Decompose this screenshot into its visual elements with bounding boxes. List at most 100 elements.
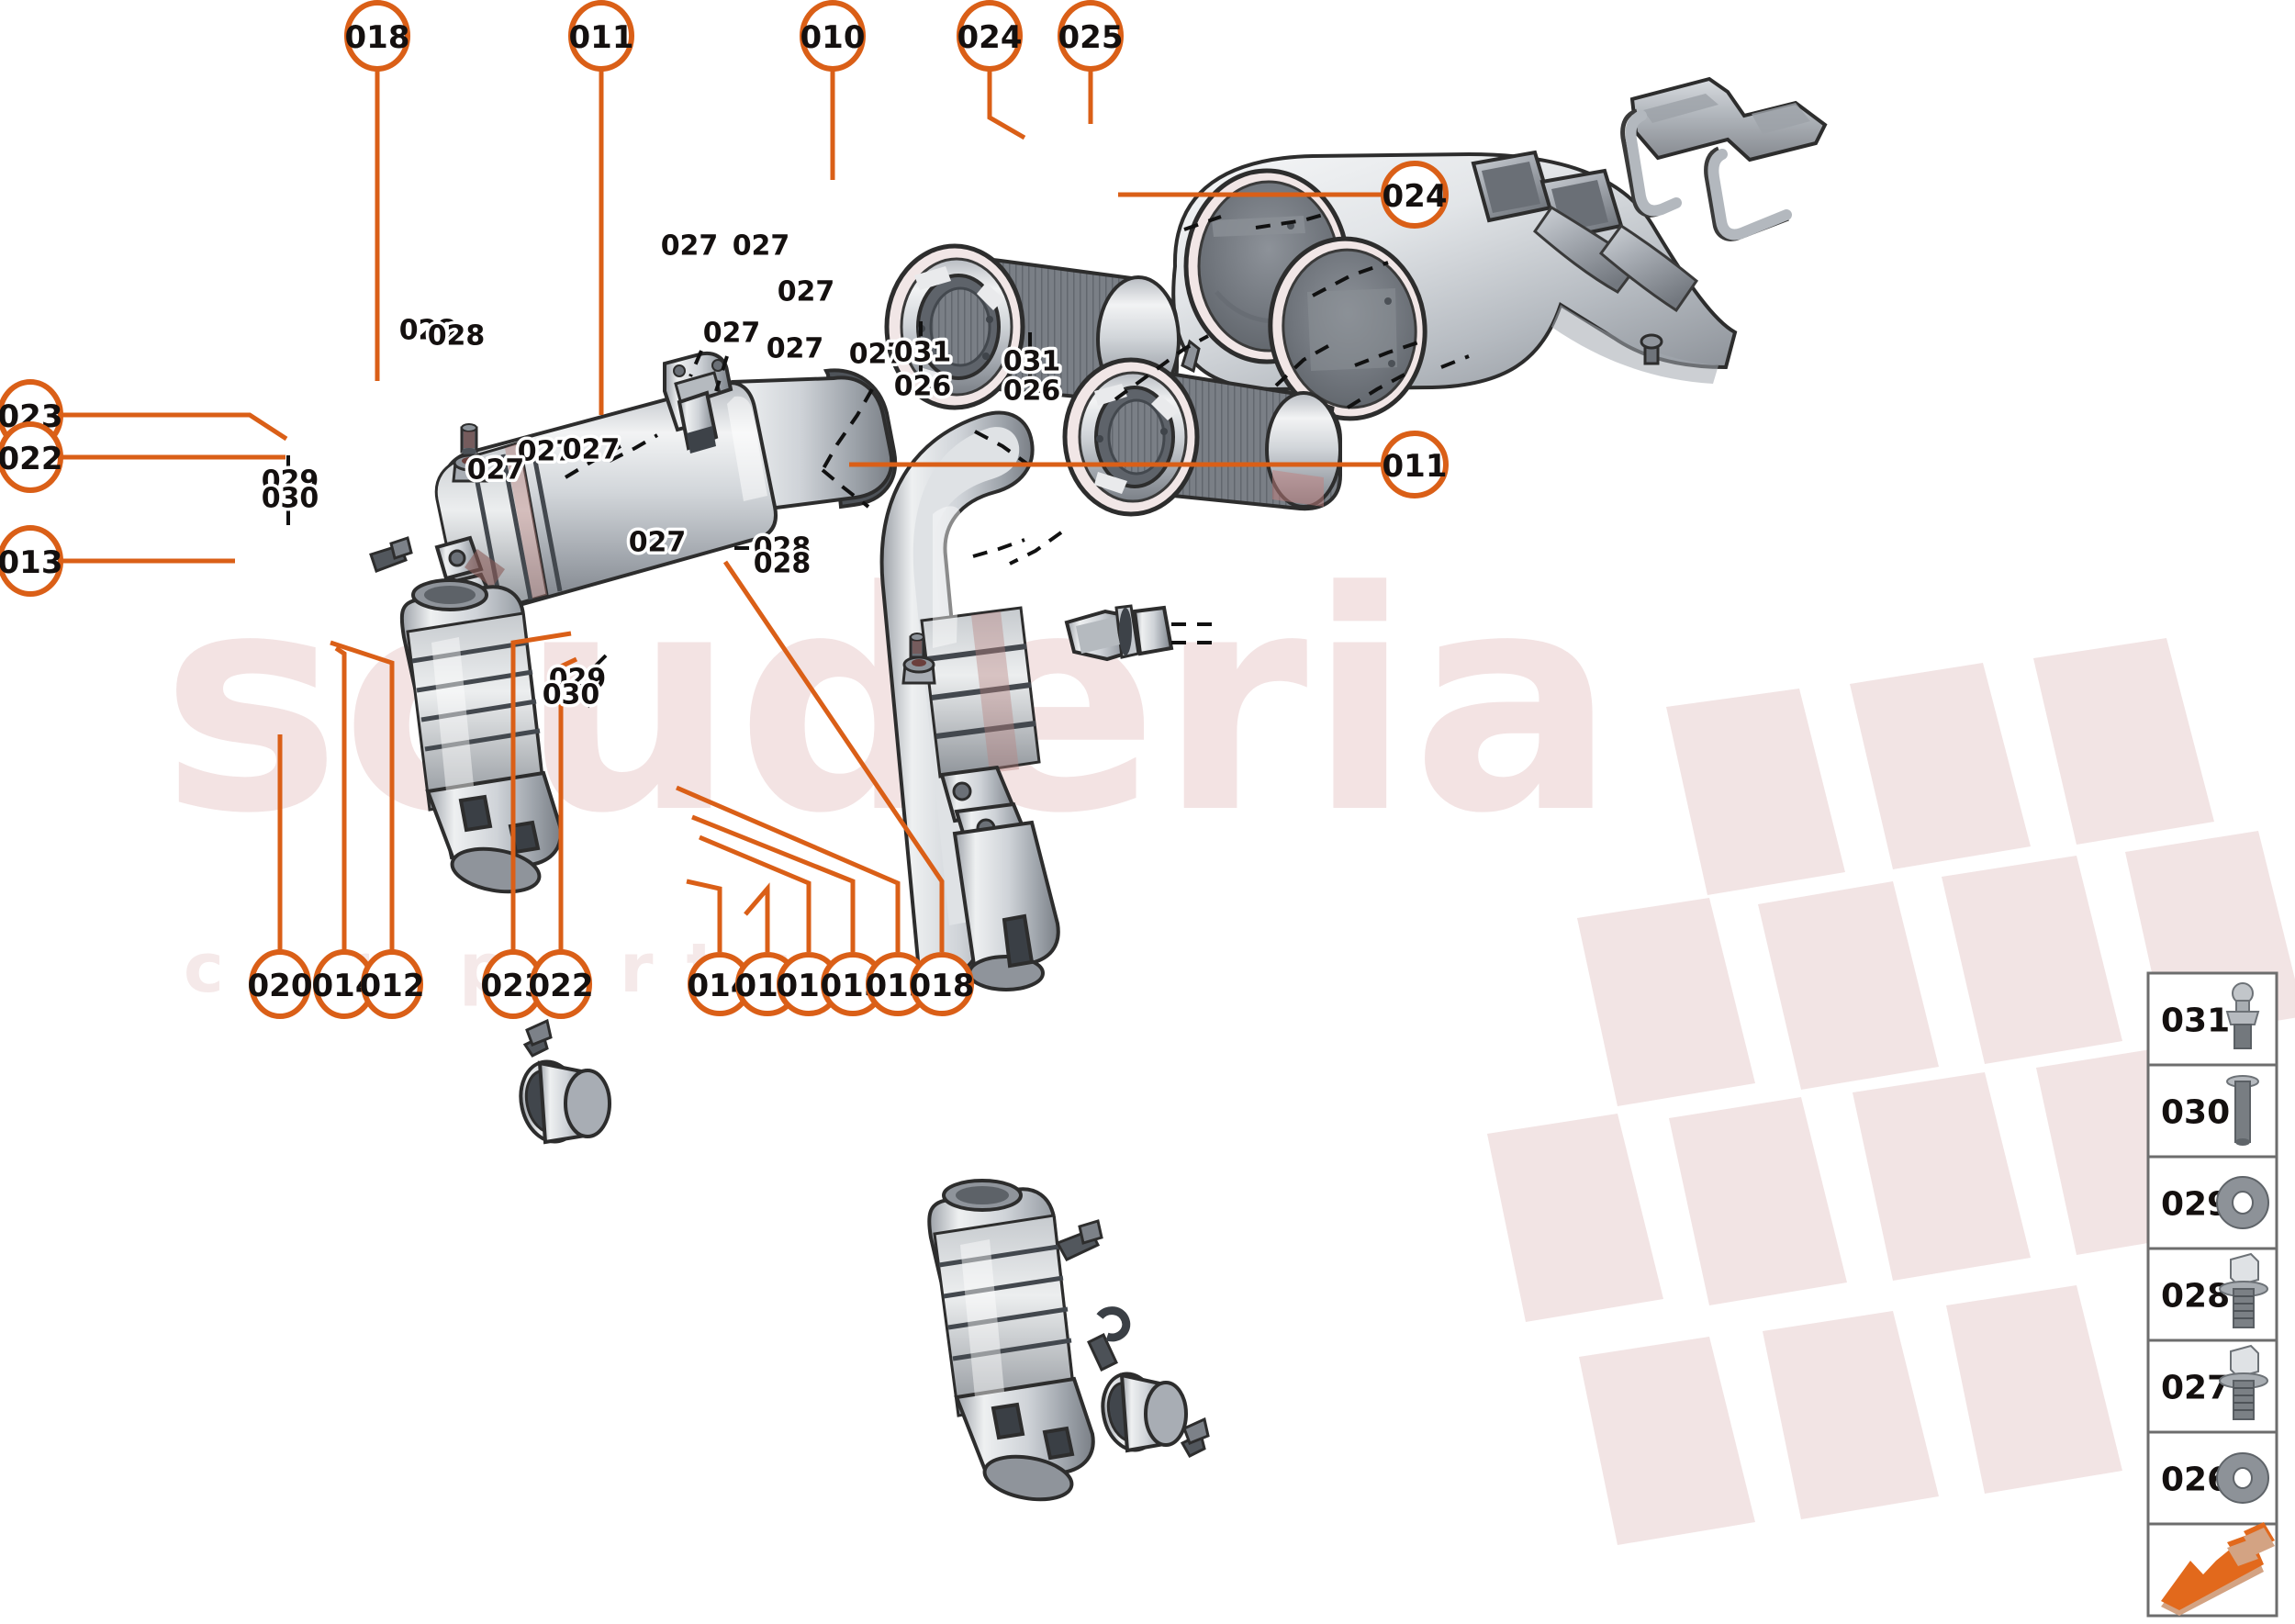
callout-bubble-018-top-label: 018: [345, 19, 410, 56]
callout-bubble-011-right[interactable]: 011: [1381, 431, 1449, 498]
inline-label-028-a: 028: [399, 315, 457, 347]
callout-leader-023-left: [62, 412, 288, 442]
scuderia-logo-icon: [2161, 1522, 2275, 1616]
callout-bubble-012-bottom-left[interactable]: 012: [360, 949, 425, 1019]
callout-bubble-022-bottom-label: 022: [529, 968, 594, 1004]
inline-label-031-b: 031: [1003, 346, 1061, 378]
callout-bubble-018-bottom-label: 018: [910, 968, 975, 1004]
part-011-air-filter-lower: [1062, 357, 1342, 517]
inline-label-029-b: 029: [549, 664, 607, 696]
callout-bubble-020-bottom[interactable]: 020: [248, 949, 313, 1019]
callout-bubble-025-top-label: 025: [1058, 19, 1124, 56]
legend-row-027-label: 027: [2161, 1370, 2230, 1407]
legend-row-030-label: 030: [2161, 1094, 2230, 1132]
part-sensor-boss-middle: [1002, 913, 1035, 969]
callout-bubble-013-left-label: 013: [0, 544, 62, 581]
part-013-clip-left: [369, 536, 413, 573]
washer-icon: [2216, 1176, 2269, 1229]
callout-bubble-024-right[interactable]: 024: [1381, 161, 1449, 229]
callout-stem-012-bottom-left: [330, 640, 395, 952]
legend-row-027[interactable]: 027: [2146, 1338, 2278, 1434]
callout-bubble-024-right-label: 024: [1383, 178, 1448, 215]
callout-stem-015-bottom: [691, 814, 856, 952]
callout-bubble-022-left[interactable]: 022: [0, 421, 63, 493]
callout-bubble-010-top[interactable]: 010: [800, 0, 866, 72]
inline-label-027-b: 027: [733, 230, 790, 263]
inline-label-027-h: 027: [563, 434, 621, 466]
callout-bubble-018-top[interactable]: 018: [344, 0, 410, 72]
callout-bubble-018-bottom[interactable]: 018: [910, 952, 975, 1016]
callout-stem-018-bottom: [722, 560, 945, 952]
part-014-sleeve-left: [519, 1059, 611, 1145]
ball-stud-bolt-icon: [2225, 982, 2260, 1049]
part-015-retaining-clip: [1096, 1306, 1131, 1342]
part-maf-sensor-lower: [1064, 604, 1174, 662]
part-023-spacer-sleeve-left: [460, 423, 478, 455]
callout-stem-012-bottom-right: [744, 882, 770, 952]
inline-label-027-a: 027: [661, 230, 719, 263]
callout-bubble-011-top-label: 011: [569, 19, 634, 56]
callout-bubble-012-bottom-left-label: 012: [360, 968, 425, 1004]
callout-bubble-013-left[interactable]: 013: [0, 525, 63, 597]
callout-bubble-022-bottom[interactable]: 022: [529, 949, 594, 1019]
inline-label-027-f: 027: [849, 339, 907, 371]
callout-bubble-022-left-label: 022: [0, 441, 62, 477]
part-010-intake-snorkels: [1471, 150, 1699, 313]
inline-label-026-a: 026: [894, 371, 952, 403]
callout-stem-024-top: [987, 68, 1026, 140]
callout-bubble-024-top-label: 024: [957, 19, 1023, 56]
inline-label-031-a: 031: [894, 337, 952, 369]
part-013-clip-right: [1055, 1219, 1103, 1261]
part-019-spring-pin: [1087, 1332, 1118, 1372]
watermark-checkered-flag: [1487, 638, 2295, 1545]
legend-row-030[interactable]: 030: [2146, 1063, 2278, 1159]
callout-bubble-020-bottom-label: 020: [248, 968, 313, 1004]
hex-flange-bolt-icon-028: [2219, 1252, 2268, 1328]
part-018-middle-intake-duct: [879, 410, 1060, 991]
callout-stem-014-bottom-left: [334, 645, 347, 952]
callout-bubble-025-top[interactable]: 025: [1058, 0, 1124, 72]
part-018-middle-bellows: [920, 606, 1041, 778]
part-020-right-lower-duct: [927, 1179, 1095, 1502]
part-022-bushing-middle: [901, 655, 936, 685]
inline-label-028-d: 028: [754, 548, 812, 580]
legend-row-028-label: 028: [2161, 1278, 2230, 1316]
rivet-pin-icon: [2226, 1075, 2259, 1146]
part-014-sleeve-right: [1101, 1372, 1188, 1453]
legend-row-028[interactable]: 028: [2146, 1247, 2278, 1342]
part-012-hose-clamp-right: [1180, 1417, 1210, 1458]
part-022-bushing-left: [452, 454, 488, 483]
callout-bubble-010-top-label: 010: [800, 19, 866, 56]
callout-bubble-011-right-label: 011: [1383, 448, 1448, 485]
inline-label-027-g: 027: [518, 436, 576, 468]
inline-label-027-i: 027: [467, 454, 525, 487]
callout-stem-019-bottom: [699, 834, 812, 952]
callout-stem-014-bottom-right: [686, 879, 722, 952]
callout-bubble-011-top[interactable]: 011: [568, 0, 634, 72]
legend-row-026[interactable]: 026: [2146, 1430, 2278, 1526]
inline-label-028-b: 028: [428, 320, 486, 353]
flat-washer-icon: [2216, 1452, 2269, 1504]
legend-row-031[interactable]: 031: [2146, 971, 2278, 1067]
inline-label-027-j: 027: [629, 527, 687, 559]
inline-label-027-c: 027: [778, 276, 835, 308]
legend-row-031-label: 031: [2161, 1002, 2230, 1040]
part-020-bellows: [406, 611, 545, 812]
callout-stem-023-bottom: [510, 631, 572, 952]
legend-row-logo[interactable]: [2146, 1522, 2278, 1618]
part-024-spring-clips: [1620, 108, 1792, 241]
part-020-left-lower-duct: [399, 578, 563, 894]
callout-bubble-024-top[interactable]: 024: [957, 0, 1023, 72]
inline-label-026-b: 026: [1003, 375, 1061, 408]
callout-stem-013-bottom: [676, 785, 901, 952]
legend-row-029[interactable]: 029: [2146, 1155, 2278, 1250]
callout-stem-022-bottom: [558, 656, 578, 952]
part-023-spacer-sleeve-middle: [909, 633, 925, 659]
